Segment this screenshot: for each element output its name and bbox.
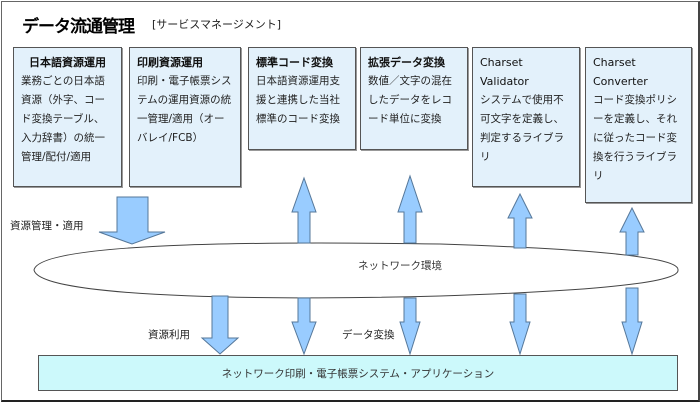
box-title: 拡張データ変換 <box>368 56 445 69</box>
box-body: 印刷・電子帳票システムの運用資源の統一管理/適用（オーバレイ/FCB） <box>137 75 232 144</box>
box-print-resource: 印刷資源運用 印刷・電子帳票システムの運用資源の統一管理/適用（オーバレイ/FC… <box>129 47 241 187</box>
arrow-up-standard-code <box>291 176 317 244</box>
arrow-down-2 <box>291 297 317 356</box>
box-body: 数値／文字の混在したデータをレコード単位に変換 <box>368 75 452 125</box>
box-charset-converter: Charset Converter コード変換ポリシーを定義し、それに従ったコー… <box>585 47 692 203</box>
label-resource-use: 資源利用 <box>148 329 190 341</box>
arrow-resource-management <box>98 196 166 245</box>
box-extended-data: 拡張データ変換 数値／文字の混在したデータをレコード単位に変換 <box>360 47 468 150</box>
label-network-environment: ネットワーク環境 <box>358 260 442 272</box>
box-title: 日本語資源運用 <box>29 56 106 69</box>
box-title: 印刷資源運用 <box>137 56 203 69</box>
box-body: 業務ごとの日本語資源（外字、コード変換テーブル、入力辞書）の統一管理/配付/適用 <box>21 75 105 163</box>
network-ellipse <box>33 242 679 299</box>
box-body: システムで使用不可文字を定義し、判定するライブラリ <box>480 94 564 163</box>
box-body: コード変換ポリシーを定義し、それに従ったコード変換を行うライブラリ <box>593 94 677 182</box>
box-japanese-resource: 日本語資源運用 業務ごとの日本語資源（外字、コード変換テーブル、入力辞書）の統一… <box>13 47 122 187</box>
application-bar: ネットワーク印刷・電子帳票システム・アプリケーション <box>38 355 678 391</box>
diagram-subtitle: [サービスマネージメント] <box>152 18 282 31</box>
label-resource-management: 資源管理・適用 <box>10 220 84 232</box>
box-title: 標準コード変換 <box>256 56 333 69</box>
arrow-up-extended-data <box>397 174 423 244</box>
arrow-up-charset-validator <box>507 192 533 249</box>
diagram-title: データ流通管理 <box>22 17 135 37</box>
arrow-up-charset-converter <box>619 206 645 256</box>
box-charset-validator: Charset Validator システムで使用不可文字を定義し、判定するライ… <box>472 47 580 187</box>
box-title: Charset Converter <box>593 56 648 88</box>
application-bar-label: ネットワーク印刷・電子帳票システム・アプリケーション <box>221 367 495 380</box>
box-title: Charset Validator <box>480 56 529 88</box>
arrow-down-5 <box>621 287 643 356</box>
arrow-resource-use <box>200 295 240 355</box>
label-data-conversion: データ変換 <box>342 329 395 341</box>
box-body: 日本語資源運用支援と連携した当社標準のコード変換 <box>256 75 340 125</box>
arrow-down-data-conversion <box>399 297 421 356</box>
box-standard-code: 標準コード変換 日本語資源運用支援と連携した当社標準のコード変換 <box>248 47 356 150</box>
arrow-down-4 <box>509 293 531 356</box>
